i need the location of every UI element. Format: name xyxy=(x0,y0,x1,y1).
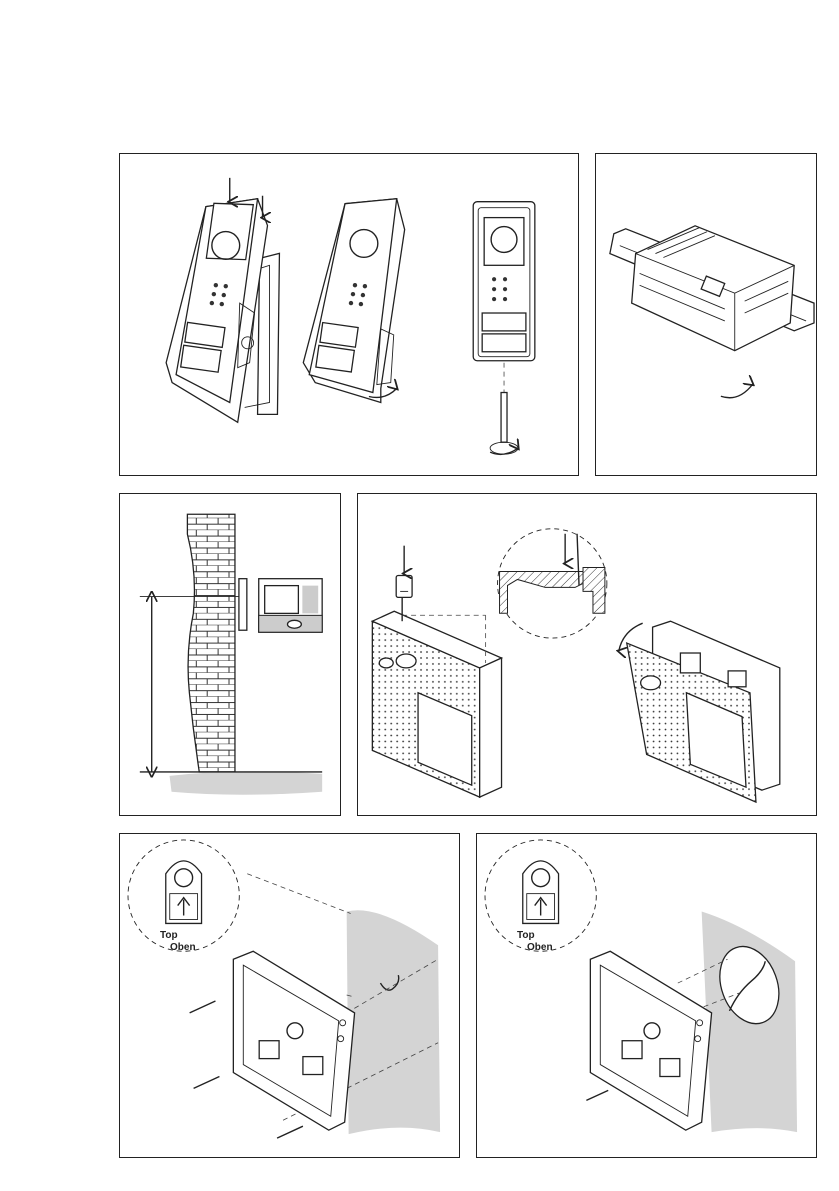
fig5-label-bottom: Oben xyxy=(170,942,196,954)
surface-mount-illustration xyxy=(120,834,459,1157)
flush-mount-illustration xyxy=(477,834,816,1157)
figure-din-rail-module xyxy=(595,153,817,476)
door-station-unit-closed xyxy=(473,202,535,361)
figure-door-station-mounting xyxy=(119,153,579,476)
back-box xyxy=(590,951,711,1130)
indoor-monitor xyxy=(259,579,322,633)
figure-mounting-height xyxy=(119,493,341,816)
back-box xyxy=(233,951,354,1130)
wall-height-illustration xyxy=(120,494,340,815)
fig5-label-top: Top xyxy=(160,930,178,942)
top-orientation-icon xyxy=(166,861,202,924)
door-station-illustration xyxy=(120,154,578,475)
screw xyxy=(586,1090,608,1100)
detail-zoom-circle xyxy=(498,529,607,638)
top-orientation-icon xyxy=(523,861,559,924)
brick-wall xyxy=(187,514,235,772)
figure-monitor-opening xyxy=(357,493,817,816)
fig6-label-top: Top xyxy=(517,930,535,942)
screwdriver-tool xyxy=(490,393,518,455)
figure-surface-mounting: Top Oben xyxy=(119,833,460,1158)
fig6-label-bottom: Oben xyxy=(527,942,553,954)
monitor-opening-illustration xyxy=(358,494,816,815)
din-rail-illustration xyxy=(596,154,816,475)
monitor-front xyxy=(372,611,501,797)
door-station-side xyxy=(239,579,247,631)
figure-flush-mounting: Top Oben xyxy=(476,833,817,1158)
door-station-unit-open xyxy=(166,199,279,423)
monitor-opened xyxy=(627,621,780,802)
door-station-unit-closing xyxy=(303,199,404,403)
